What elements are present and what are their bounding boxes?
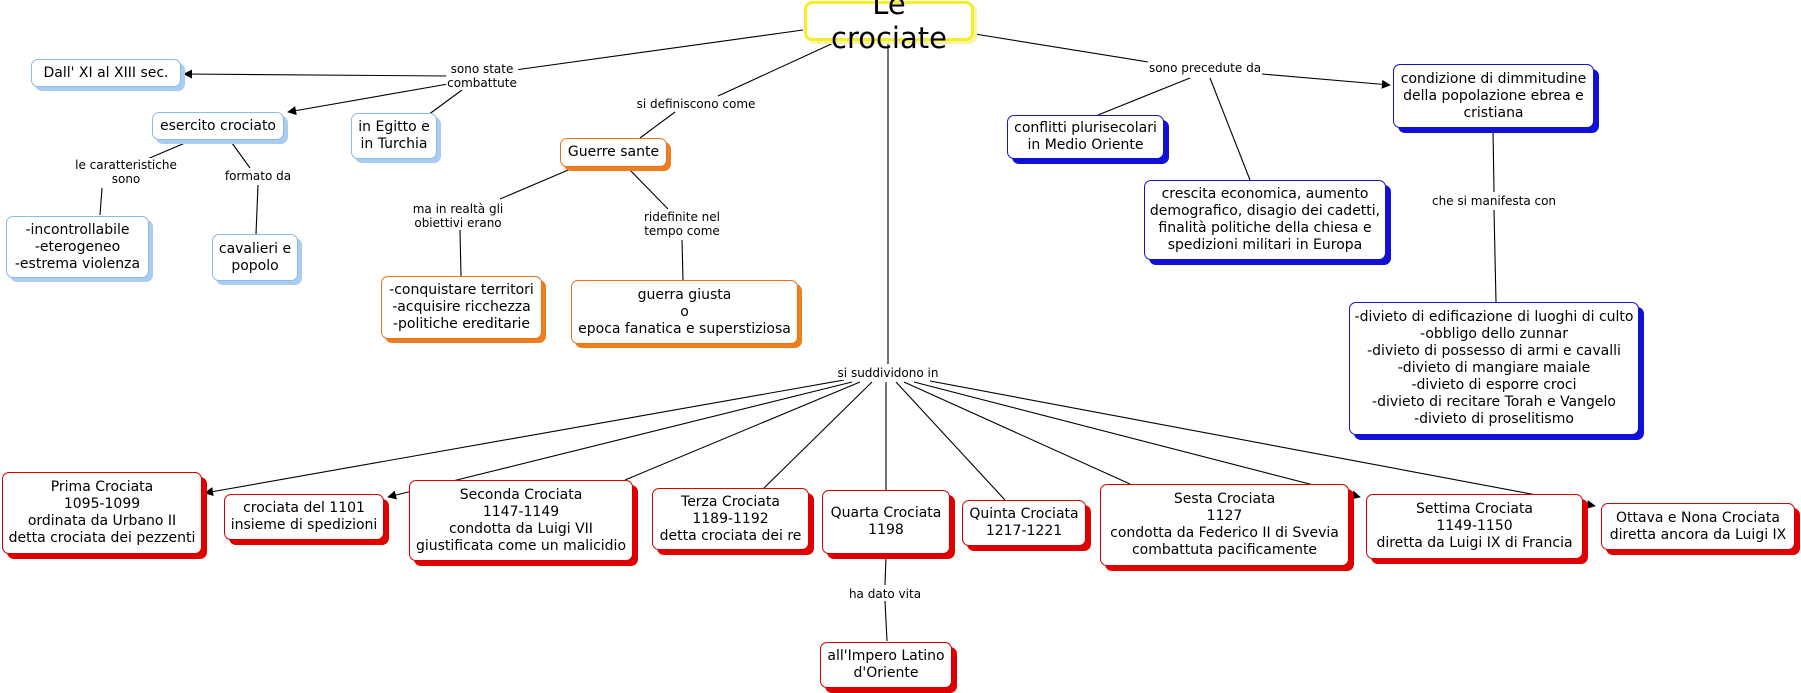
link-line bbox=[144, 142, 186, 161]
link-line bbox=[1493, 209, 1497, 303]
link-line bbox=[459, 229, 462, 277]
arrow-line bbox=[287, 83, 449, 116]
link-line bbox=[681, 239, 684, 281]
crusade-1101-node[interactable]: crociata del 1101 insieme di spedizioni bbox=[224, 494, 384, 540]
link-line bbox=[884, 555, 887, 586]
link-line bbox=[763, 381, 873, 489]
arrow-line bbox=[913, 381, 1361, 500]
second-crusade-node[interactable]: Seconda Crociata 1147-1149 condotta da L… bbox=[409, 480, 633, 561]
link-label-sono-precedute: sono precedute da bbox=[1147, 61, 1263, 75]
conflicts-node[interactable]: conflitti plurisecolari in Medio Oriente bbox=[1007, 115, 1164, 159]
dhimmitude-node[interactable]: condizione di dimmitudine della popolazi… bbox=[1393, 64, 1594, 128]
link-line bbox=[514, 29, 804, 71]
link-label-che-si-manifesta: che si manifesta con bbox=[1430, 194, 1558, 208]
link-label-si-definiscono: si definiscono come bbox=[635, 97, 757, 111]
link-line bbox=[974, 33, 1149, 63]
link-label-ridefinite: ridefinite nel tempo come bbox=[643, 210, 721, 238]
seventh-crusade-node[interactable]: Settima Crociata 1149-1150 diretta da Lu… bbox=[1366, 494, 1583, 559]
growth-node[interactable]: crescita economica, aumento demografico,… bbox=[1144, 180, 1386, 260]
latin-empire-node[interactable]: all'Impero Latino d'Oriente bbox=[820, 642, 952, 688]
link-label-si-suddividono: si suddividono in bbox=[836, 366, 940, 380]
holy-wars-node[interactable]: Guerre sante bbox=[560, 138, 667, 167]
arrow-line bbox=[929, 380, 1596, 509]
first-crusade-node[interactable]: Prima Crociata 1095-1099 ordinata da Urb… bbox=[2, 472, 202, 554]
link-line bbox=[1492, 129, 1495, 193]
link-line bbox=[624, 381, 861, 481]
link-line bbox=[1209, 77, 1251, 181]
fourth-crusade-node[interactable]: Quarta Crociata 1198 bbox=[822, 490, 950, 554]
link-line bbox=[231, 142, 251, 169]
link-label-caratteristiche: le caratteristiche sono bbox=[74, 158, 178, 186]
link-line bbox=[884, 600, 888, 642]
third-crusade-node[interactable]: Terza Crociata 1189-1192 detta crociata … bbox=[652, 488, 809, 550]
just-war-node[interactable]: guerra giusta o epoca fanatica e superst… bbox=[571, 280, 798, 344]
link-line bbox=[1097, 77, 1191, 116]
link-label-sono-state: sono state combattute bbox=[446, 62, 518, 90]
link-line bbox=[717, 39, 841, 97]
link-label-formato: formato da bbox=[223, 169, 293, 183]
link-line bbox=[255, 184, 259, 235]
knights-node[interactable]: cavalieri e popolo bbox=[212, 234, 298, 281]
places-node[interactable]: in Egitto e in Turchia bbox=[351, 113, 437, 159]
link-line bbox=[499, 167, 574, 200]
characteristics-node[interactable]: -incontrollabile -eterogeneo -estrema vi… bbox=[6, 216, 149, 278]
link-line bbox=[639, 111, 676, 139]
sixth-crusade-node[interactable]: Sesta Crociata 1127 condotta da Federico… bbox=[1100, 484, 1349, 566]
link-label-ha-dato-vita: ha dato vita bbox=[847, 587, 923, 601]
fifth-crusade-node[interactable]: Quinta Crociata 1217-1221 bbox=[962, 500, 1086, 546]
period-node[interactable]: Dall' XI al XIII sec. bbox=[31, 59, 181, 87]
army-node[interactable]: esercito crociato bbox=[152, 112, 284, 140]
title-node[interactable]: Le crociate bbox=[804, 0, 974, 55]
arrow-line bbox=[204, 379, 845, 497]
objectives-node[interactable]: -conquistare territori -acquisire ricche… bbox=[381, 276, 542, 339]
link-line bbox=[895, 381, 1006, 501]
arrow-line bbox=[1261, 73, 1391, 89]
link-label-ma-in-realta: ma in realtà gli obiettivi erano bbox=[411, 202, 505, 230]
arrow-line bbox=[183, 69, 449, 79]
eighth-ninth-crusade-node[interactable]: Ottava e Nona Crociata diretta ancora da… bbox=[1601, 503, 1795, 550]
link-line bbox=[903, 381, 1131, 485]
link-line bbox=[427, 89, 463, 116]
link-line bbox=[627, 167, 669, 210]
link-line bbox=[99, 187, 103, 216]
arrow-line bbox=[387, 381, 853, 500]
prohibitions-node[interactable]: -divieto di edificazione di luoghi di cu… bbox=[1349, 302, 1639, 435]
